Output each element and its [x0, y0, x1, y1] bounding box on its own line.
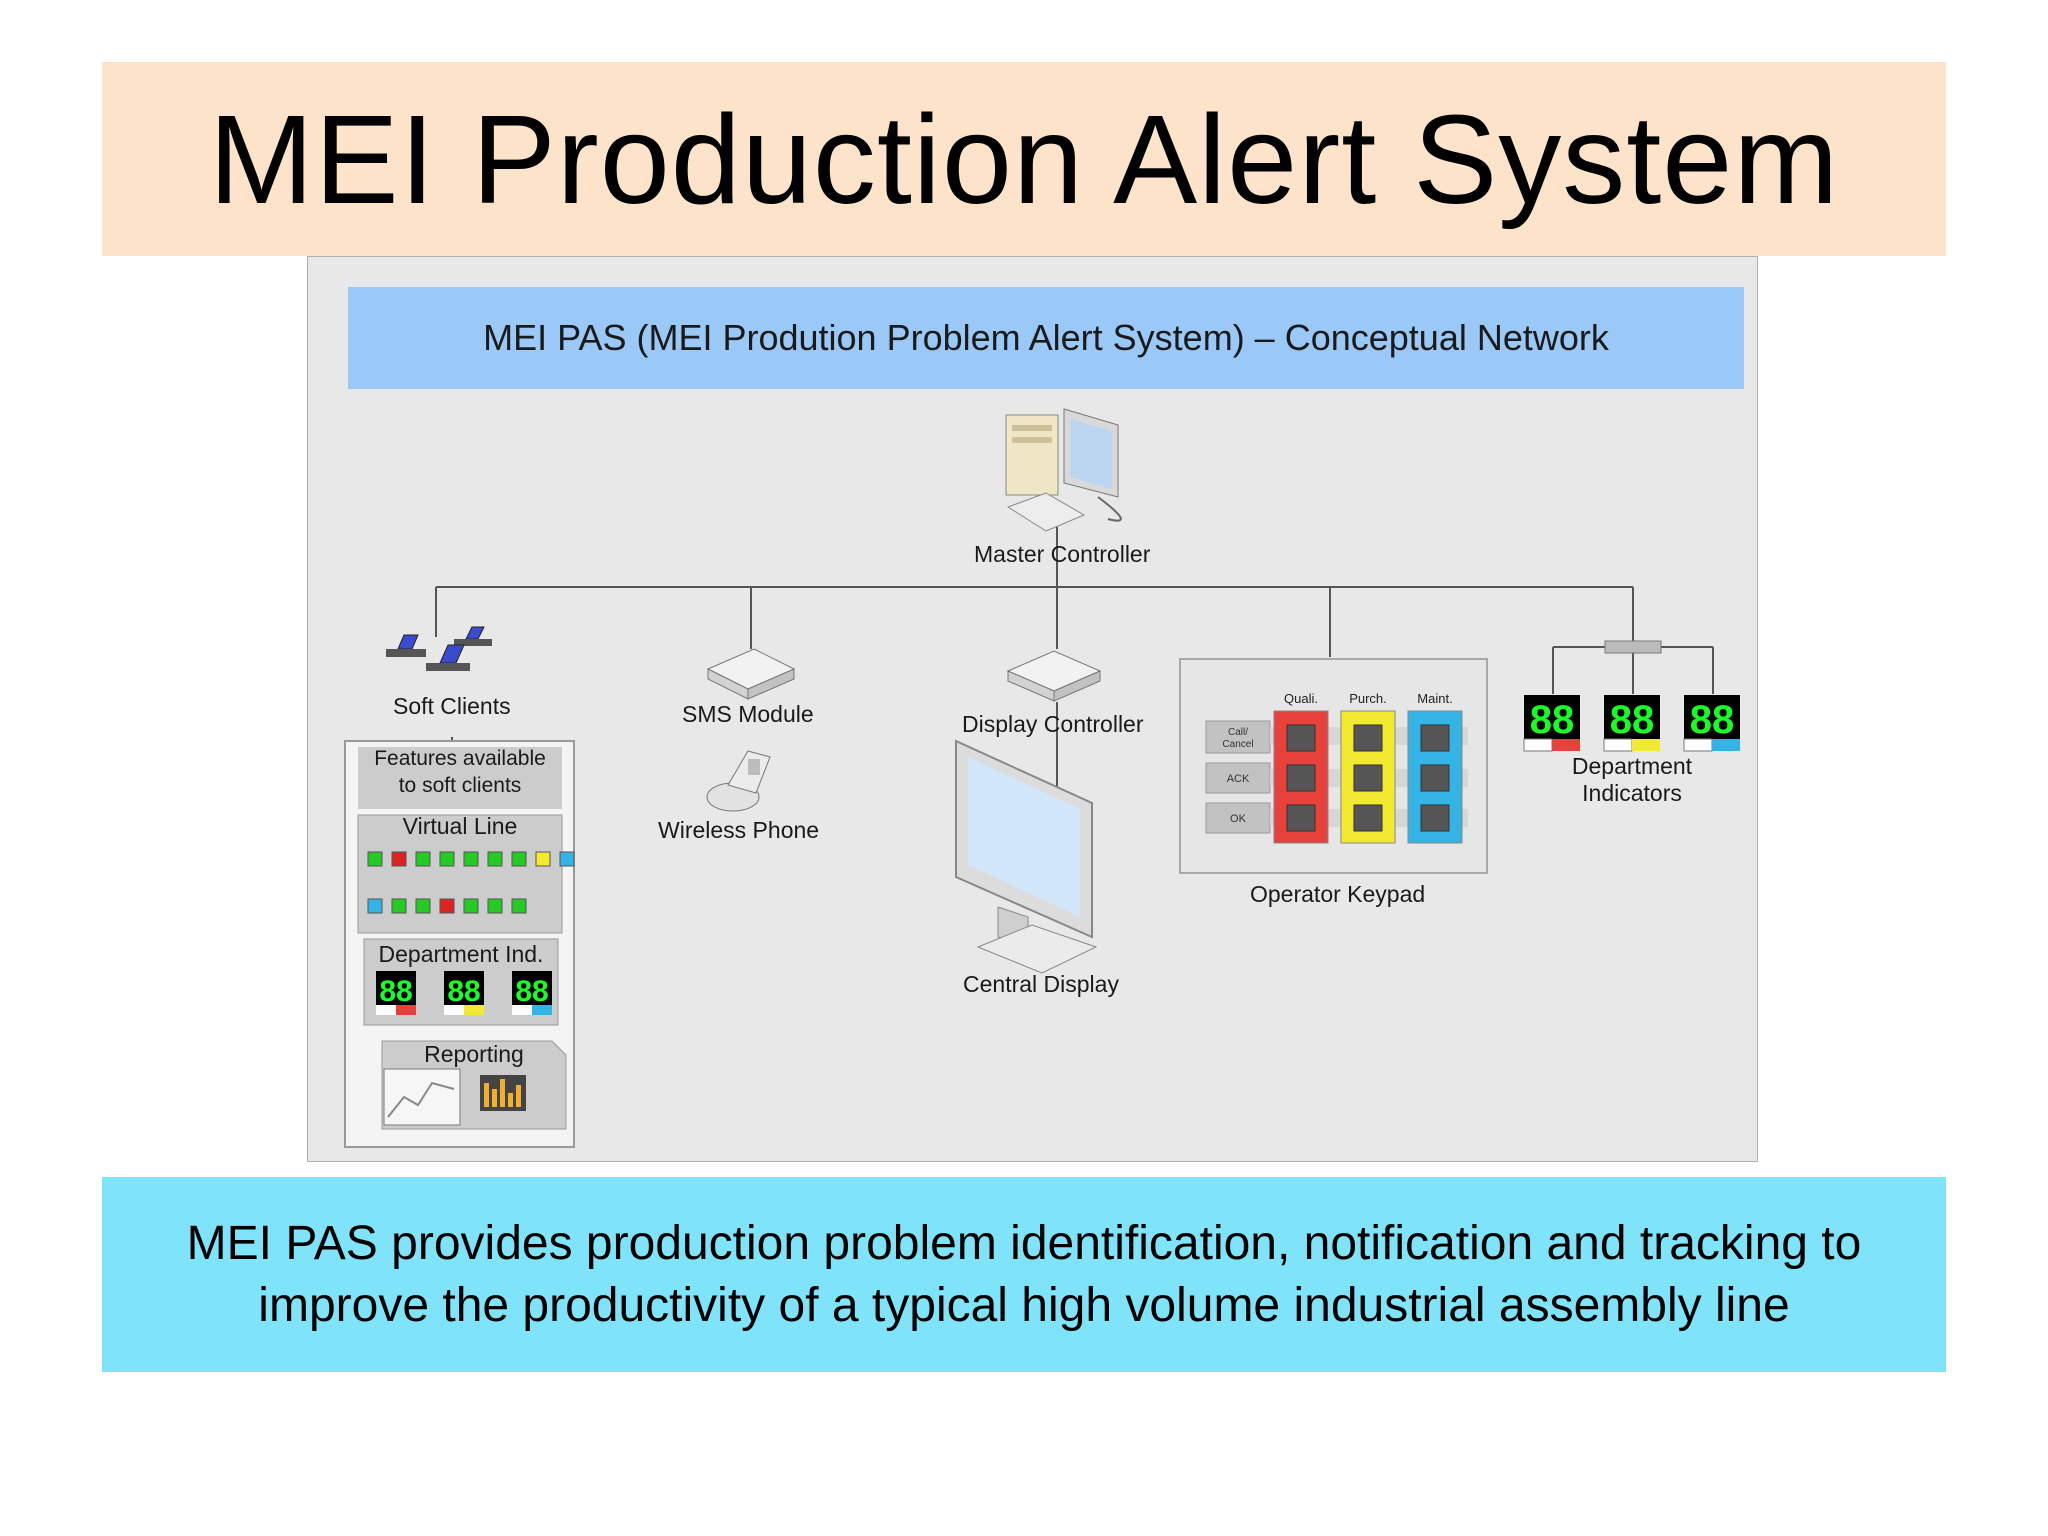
- virtual-line-station: [463, 851, 479, 867]
- virtual-line-station: [487, 898, 503, 914]
- indicator-digits-quality: 88: [1530, 698, 1575, 742]
- keypad-col-purchasing: Purch.: [1349, 691, 1387, 706]
- operator-keypad-label: Operator Keypad: [1250, 881, 1426, 907]
- central-display-label: Central Display: [963, 971, 1119, 997]
- keypad-ack-label: ACK: [1227, 773, 1250, 785]
- laptops-icon: [386, 626, 492, 671]
- diagram-graphics: 88 88 88 88 88 88 Quali. Purch. Maint. C…: [344, 408, 1740, 1148]
- department-indicator-panels: [1523, 695, 1740, 752]
- virtual-line-station: [487, 851, 503, 867]
- virtual-line-station: [559, 851, 575, 867]
- mini-digits-quality: 88: [379, 975, 412, 1008]
- indicator-digits-purchasing: 88: [1610, 698, 1655, 742]
- virtual-line-station: [415, 898, 431, 914]
- indicator-digits-maintenance: 88: [1690, 698, 1735, 742]
- virtual-line-station: [367, 898, 383, 914]
- mini-digits-maintenance: 88: [515, 975, 548, 1008]
- summary-line2: improve the productivity of a typical hi…: [258, 1278, 1790, 1332]
- virtual-line-station: [439, 851, 455, 867]
- operator-keypad-icon: [1179, 658, 1488, 874]
- sms-module-label: SMS Module: [682, 701, 814, 727]
- summary-banner: MEI PAS provides production problem iden…: [102, 1177, 1946, 1372]
- master-controller-computer-icon: [1005, 408, 1122, 532]
- network-diagram: MEI PAS (MEI Prodution Problem Alert Sys…: [307, 256, 1758, 1162]
- virtual-line-station: [439, 898, 455, 914]
- display-controller-label: Display Controller: [962, 711, 1144, 737]
- virtual-line-station: [511, 898, 527, 914]
- features-line2: to soft clients: [398, 774, 522, 797]
- master-controller-label: Master Controller: [974, 541, 1151, 567]
- hub-icon: [1604, 640, 1662, 654]
- title-banner: MEI Production Alert System: [102, 62, 1946, 256]
- sms-module-icon: [706, 648, 796, 700]
- reporting-label: Reporting: [424, 1041, 524, 1067]
- keypad-cancel-label: Cancel: [1222, 739, 1253, 750]
- features-line1: Features available: [374, 747, 546, 770]
- virtual-line-station: [535, 851, 551, 867]
- mini-department-indicators: [376, 971, 552, 1015]
- virtual-line-station: [391, 898, 407, 914]
- virtual-line-station: [511, 851, 527, 867]
- keypad-col-maintenance: Maint.: [1417, 691, 1452, 706]
- department-indicators-line1: Department: [1571, 753, 1693, 779]
- soft-clients-label: Soft Clients: [393, 693, 511, 719]
- virtual-line-station: [415, 851, 431, 867]
- mini-digits-purchasing: 88: [447, 975, 480, 1008]
- virtual-line-status-squares: [367, 851, 575, 914]
- wireless-phone-icon: [706, 750, 771, 812]
- connection-lines: [435, 527, 1714, 789]
- keypad-col-quality: Quali.: [1284, 691, 1318, 706]
- virtual-line-station: [367, 851, 383, 867]
- slide-title: MEI Production Alert System: [208, 88, 1840, 230]
- summary-line1: MEI PAS provides production problem iden…: [186, 1216, 1862, 1270]
- virtual-line-station: [463, 898, 479, 914]
- department-ind-label: Department Ind.: [378, 941, 544, 967]
- virtual-line-station: [391, 851, 407, 867]
- keypad-ok-label: OK: [1230, 813, 1247, 825]
- department-indicators-line2: Indicators: [1582, 780, 1682, 806]
- display-controller-icon: [1006, 650, 1102, 702]
- virtual-line-label: Virtual Line: [402, 813, 518, 839]
- features-label: Features available to soft clients: [358, 745, 562, 799]
- wireless-phone-label: Wireless Phone: [658, 817, 820, 843]
- keypad-call-label: Call/: [1228, 727, 1248, 738]
- department-indicators-label: Department Indicators: [1560, 753, 1704, 807]
- features-panel: [344, 740, 575, 1148]
- central-display-icon: [955, 739, 1098, 974]
- diagram-header: MEI PAS (MEI Prodution Problem Alert Sys…: [348, 287, 1744, 389]
